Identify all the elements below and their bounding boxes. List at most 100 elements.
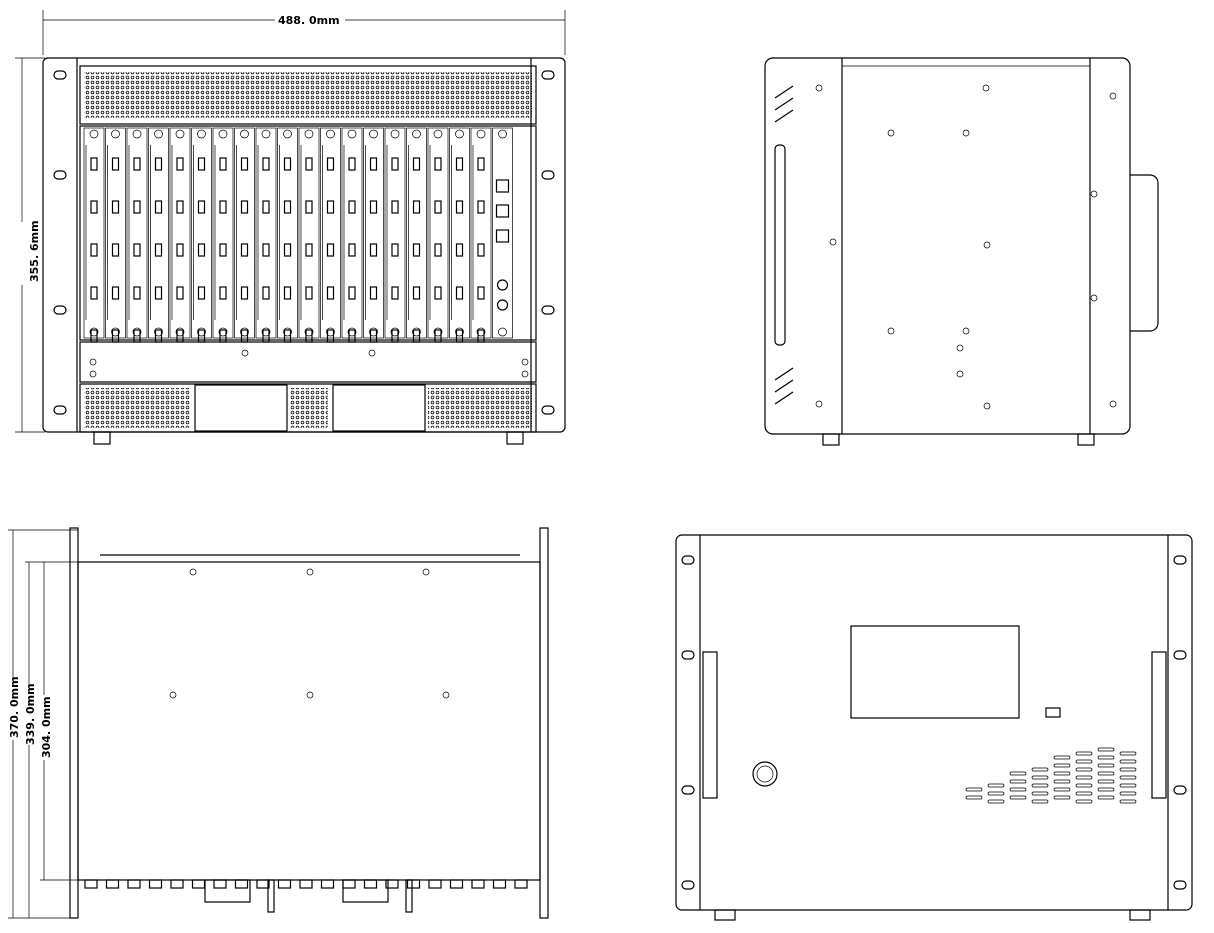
- screw-icon: [962, 327, 970, 335]
- mounting-hole: [541, 305, 555, 315]
- screw-icon: [983, 402, 991, 410]
- mounting-hole: [681, 555, 695, 565]
- vent-slot: [1119, 775, 1137, 780]
- vent-slot: [1031, 775, 1049, 780]
- vent-slot: [1053, 787, 1071, 792]
- hdmi-port-icon: [434, 200, 442, 214]
- screw-icon: [498, 327, 507, 337]
- hdmi-port-icon: [305, 286, 313, 300]
- vent-slot: [774, 109, 794, 123]
- hdmi-port-icon: [111, 286, 120, 300]
- hdmi-port-icon: [412, 200, 421, 214]
- vent-slot: [774, 97, 794, 111]
- screw-icon: [89, 327, 99, 337]
- hdmi-port-icon: [412, 329, 421, 343]
- hdmi-port-icon: [283, 157, 292, 171]
- vent-slot: [1119, 799, 1137, 804]
- hdmi-port-icon: [326, 286, 335, 300]
- hdmi-port-icon: [197, 243, 206, 257]
- hdmi-port-icon: [154, 243, 163, 257]
- screw-icon: [368, 349, 376, 357]
- screw-icon: [442, 691, 450, 699]
- mounting-hole: [53, 405, 67, 415]
- depth-total-label: 370. 0mm: [8, 676, 21, 738]
- mounting-hole: [53, 305, 67, 315]
- screw-icon: [132, 327, 142, 337]
- vent-slot: [1053, 779, 1071, 784]
- vent-slot: [987, 783, 1005, 788]
- card-slot: [341, 127, 363, 339]
- mounting-hole: [1173, 650, 1187, 660]
- rj45-port-icon: [495, 229, 510, 243]
- hdmi-port-icon: [154, 286, 163, 300]
- hdmi-port-icon: [369, 329, 378, 343]
- vent-slot: [1119, 759, 1137, 764]
- mounting-hole: [541, 405, 555, 415]
- card-slot: [427, 127, 449, 339]
- hdmi-port-icon: [90, 157, 98, 171]
- screw-icon: [261, 327, 271, 337]
- connector-block: [406, 879, 421, 889]
- screw-icon: [218, 327, 228, 337]
- screw-icon: [347, 327, 357, 337]
- card-slot: [234, 127, 255, 339]
- hdmi-port-icon: [219, 157, 227, 171]
- screw-icon: [175, 327, 185, 337]
- screw-icon: [412, 129, 421, 139]
- coax-port-icon: [496, 299, 509, 311]
- screw-icon: [956, 370, 964, 378]
- vent-slot: [1119, 783, 1137, 788]
- screw-icon: [111, 327, 120, 337]
- screw-icon: [89, 370, 97, 378]
- hdmi-port-icon: [348, 329, 356, 343]
- screw-icon: [304, 327, 314, 337]
- screw-icon: [240, 327, 249, 337]
- hdmi-port-icon: [240, 157, 249, 171]
- card-slot: [492, 127, 513, 339]
- hdmi-port-icon: [111, 200, 120, 214]
- vent-slot: [1097, 755, 1115, 760]
- width-dimension: 488. 0mm: [42, 10, 566, 55]
- screw-icon: [218, 129, 228, 139]
- hdmi-port-icon: [197, 200, 206, 214]
- screw-icon: [815, 84, 823, 92]
- hdmi-port-icon: [90, 286, 98, 300]
- hdmi-port-icon: [90, 243, 98, 257]
- hdmi-port-icon: [240, 243, 249, 257]
- hdmi-port-icon: [326, 157, 335, 171]
- hdmi-port-icon: [133, 200, 141, 214]
- screw-icon: [283, 327, 292, 337]
- hdmi-port-icon: [434, 286, 442, 300]
- hdmi-port-icon: [197, 286, 206, 300]
- screw-icon: [521, 370, 529, 378]
- vent-slot: [774, 379, 794, 393]
- screw-icon: [1090, 294, 1098, 302]
- vent-slot: [1097, 779, 1115, 784]
- screw-icon: [326, 327, 335, 337]
- hdmi-port-icon: [176, 243, 184, 257]
- screw-icon: [962, 129, 970, 137]
- hdmi-port-icon: [219, 286, 227, 300]
- hdmi-port-icon: [176, 286, 184, 300]
- hdmi-port-icon: [262, 329, 270, 343]
- vent-slot: [965, 795, 983, 800]
- hdmi-port-icon: [369, 157, 378, 171]
- hdmi-port-icon: [412, 243, 421, 257]
- mounting-hole: [1173, 785, 1187, 795]
- connector-block: [170, 879, 184, 889]
- card-slot: [363, 127, 384, 339]
- card-slot: [449, 127, 470, 339]
- connector-block: [277, 879, 292, 889]
- front-view: [675, 534, 1193, 921]
- screw-icon: [132, 129, 142, 139]
- mounting-hole: [541, 170, 555, 180]
- vent-slot: [1119, 767, 1137, 772]
- depth-dimensions: 370. 0mm 339. 0mm 304. 0mm: [8, 529, 78, 919]
- side-view: [764, 57, 1159, 446]
- hdmi-port-icon: [133, 329, 141, 343]
- card-slot: [191, 127, 212, 339]
- mounting-hole: [541, 70, 555, 80]
- screw-icon: [476, 327, 486, 337]
- rj45-port-icon: [495, 204, 510, 218]
- screw-icon: [982, 84, 990, 92]
